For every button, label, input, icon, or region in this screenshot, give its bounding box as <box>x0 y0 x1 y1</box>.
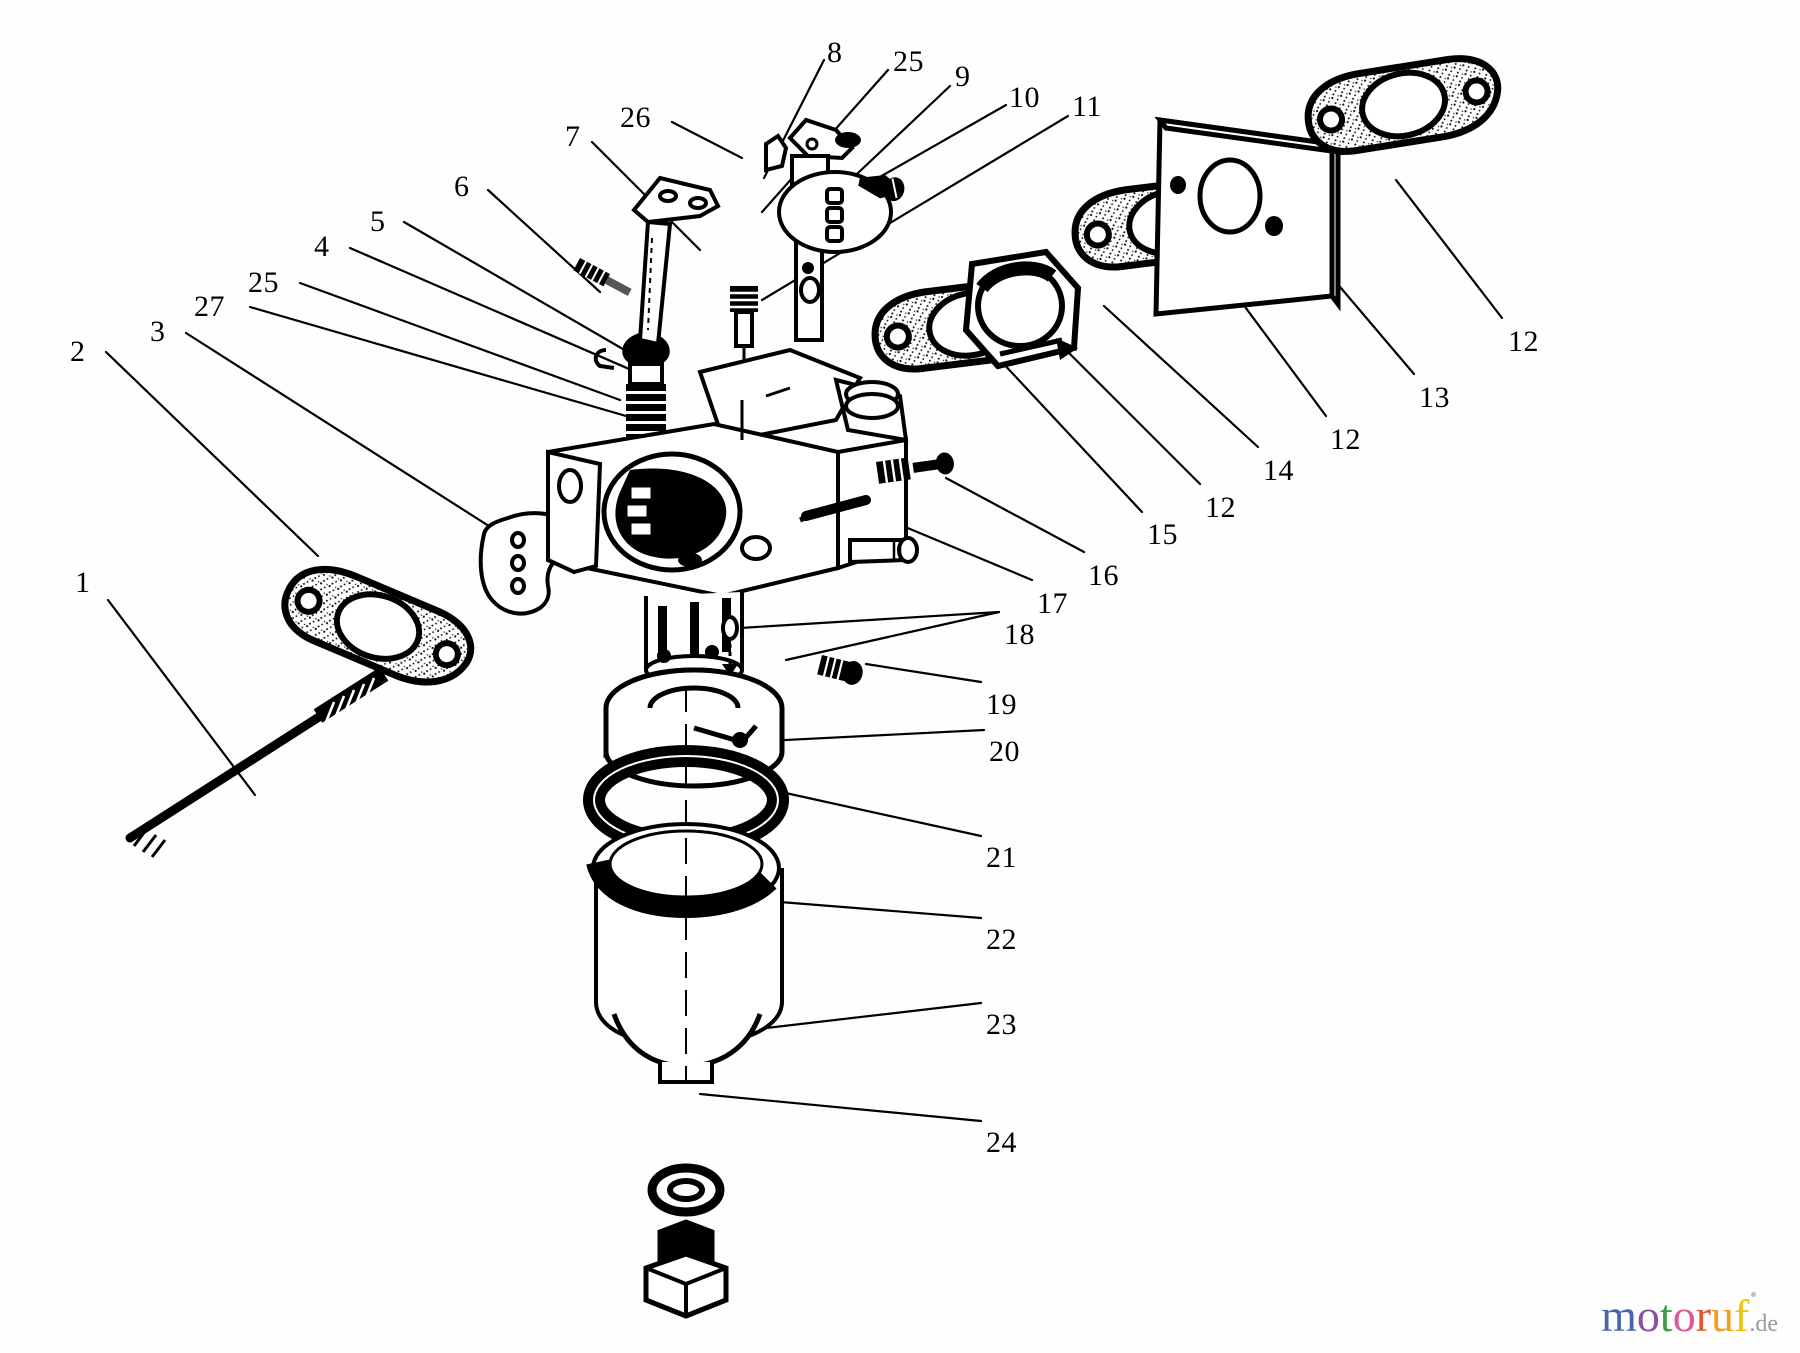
part-screw-19 <box>817 655 863 685</box>
callout-25-b: 25 <box>893 45 924 78</box>
callout-26: 26 <box>620 101 651 134</box>
logo-letter-f: f <box>1734 1290 1750 1341</box>
part-washer <box>647 1163 725 1217</box>
callout-27: 27 <box>194 290 225 323</box>
part-screw-16 <box>876 452 954 484</box>
part-choke-screw <box>858 174 905 202</box>
callout-4: 4 <box>314 230 330 263</box>
logo-letter-t: t <box>1659 1290 1673 1341</box>
part-stop-screw <box>573 258 632 296</box>
part-float-pin <box>721 615 739 676</box>
callout-6: 6 <box>454 170 470 203</box>
part-link-rod <box>631 175 721 361</box>
logo-letter-u: u <box>1711 1290 1735 1341</box>
callout-17: 17 <box>1037 587 1068 620</box>
callout-13: 13 <box>1419 381 1450 414</box>
callout-2: 2 <box>70 335 86 368</box>
callout-9: 9 <box>955 60 971 93</box>
callout-3: 3 <box>150 315 166 348</box>
logo-letter-m: m <box>1601 1290 1637 1341</box>
part-spacer-block <box>962 248 1082 370</box>
callout-1: 1 <box>75 566 91 599</box>
part-choke-plate <box>777 170 893 254</box>
callout-25-a: 25 <box>248 266 279 299</box>
part-insulator-plate <box>1153 116 1344 317</box>
logo-letter-o2: o <box>1672 1290 1696 1341</box>
part-stud <box>125 667 389 858</box>
callout-23: 23 <box>986 1008 1017 1041</box>
motoruf-logo[interactable]: motoruf.de <box>1601 1293 1778 1339</box>
part-gasket-12a <box>1300 41 1507 168</box>
callout-5: 5 <box>370 205 386 238</box>
callout-12-a: 12 <box>1508 325 1539 358</box>
callout-18: 18 <box>1004 618 1035 651</box>
callout-24: 24 <box>986 1126 1017 1159</box>
callout-14: 14 <box>1263 454 1294 487</box>
callout-12-b: 12 <box>1330 423 1361 456</box>
logo-letter-o1: o <box>1636 1290 1660 1341</box>
logo-letter-r: r <box>1695 1290 1712 1341</box>
callout-21: 21 <box>986 841 1017 874</box>
callout-22: 22 <box>986 923 1017 956</box>
callout-15: 15 <box>1147 518 1178 551</box>
part-pin-17 <box>799 495 871 523</box>
callout-19: 19 <box>986 688 1017 721</box>
callout-11: 11 <box>1072 90 1102 123</box>
callout-20: 20 <box>989 735 1020 768</box>
callout-12-c: 12 <box>1205 491 1236 524</box>
callout-7: 7 <box>565 120 581 153</box>
callout-8: 8 <box>827 36 843 69</box>
part-float-bowl <box>586 822 784 1084</box>
callout-16: 16 <box>1088 559 1119 592</box>
part-hex-nut <box>643 1219 729 1319</box>
callout-10: 10 <box>1009 81 1040 114</box>
logo-suffix: .de <box>1749 1311 1778 1337</box>
